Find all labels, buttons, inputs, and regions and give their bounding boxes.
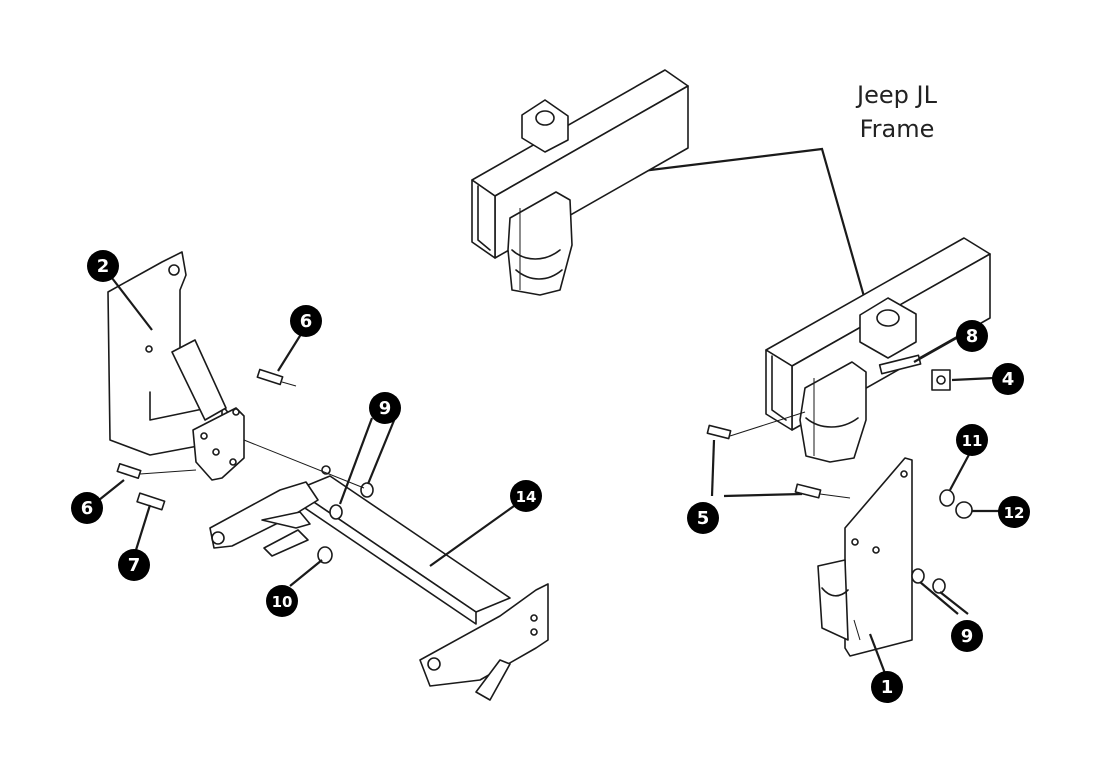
- callout-2: 2: [87, 250, 119, 282]
- callout-6-bottom: 6: [71, 492, 103, 524]
- callout-5: 5: [687, 502, 719, 534]
- svg-text:2: 2: [97, 256, 110, 277]
- svg-text:9: 9: [961, 626, 974, 647]
- callout-6-top: 6: [290, 305, 322, 337]
- callout-14: 14: [510, 480, 542, 512]
- svg-text:10: 10: [272, 593, 293, 611]
- callout-4: 4: [992, 363, 1024, 395]
- svg-text:6: 6: [300, 311, 313, 332]
- frame-rail-left: [471, 69, 689, 296]
- callout-9-right: 9: [951, 620, 983, 652]
- callout-10: 10: [266, 585, 298, 617]
- callout-1: 1: [871, 671, 903, 703]
- callout-leaders: [98, 277, 1000, 677]
- svg-text:6: 6: [81, 498, 94, 519]
- svg-text:7: 7: [128, 555, 141, 576]
- callout-12: 12: [998, 496, 1030, 528]
- svg-text:1: 1: [881, 677, 894, 698]
- svg-text:11: 11: [962, 432, 983, 450]
- frame-label-leaders: [584, 147, 867, 301]
- callout-11: 11: [956, 424, 988, 456]
- callout-9-left: 9: [369, 392, 401, 424]
- hardware-right: [706, 354, 973, 594]
- callout-8: 8: [956, 320, 988, 352]
- hardware-left: [116, 368, 374, 564]
- bracket-left-part-2: [107, 251, 231, 456]
- svg-text:8: 8: [966, 326, 979, 347]
- svg-text:14: 14: [516, 488, 537, 506]
- frame-label-line-2: Frame: [860, 115, 935, 143]
- svg-text:5: 5: [697, 508, 710, 529]
- bracket-right-part-1: [817, 457, 913, 657]
- callout-7: 7: [118, 549, 150, 581]
- svg-text:4: 4: [1002, 369, 1015, 390]
- svg-text:12: 12: [1004, 504, 1025, 522]
- frame-rail-right: [765, 237, 991, 463]
- frame-label-line-1: Jeep JL: [855, 81, 938, 109]
- svg-text:9: 9: [379, 398, 392, 419]
- callouts: 2 6 9 6 7 10 14 8: [71, 250, 1030, 703]
- crossbar-part-14: [209, 465, 549, 701]
- side-plate-left: [192, 407, 245, 481]
